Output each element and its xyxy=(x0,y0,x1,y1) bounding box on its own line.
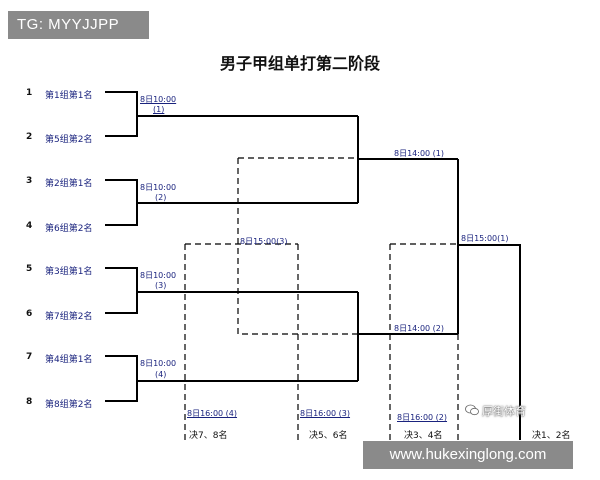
seed-number: 7 xyxy=(26,352,33,362)
final-label: 8日15:00(1) xyxy=(461,234,509,243)
seed-number: 2 xyxy=(26,132,33,142)
seed-number: 8 xyxy=(26,397,33,407)
tg-watermark: TG: MYYJJPP xyxy=(8,11,149,39)
r1-match-2-no: (2) xyxy=(155,193,167,202)
r1-match-3-no: (3) xyxy=(155,281,167,290)
sf-1-line xyxy=(357,116,458,203)
r1-match-1-no: (1) xyxy=(153,105,165,114)
sf-1-label: 8日14:00 (1) xyxy=(394,149,445,158)
r1-match-4-line xyxy=(105,355,358,402)
place-5-6-label: 8日16:00 (3) xyxy=(300,409,351,418)
place-3-4-line xyxy=(389,243,459,440)
result-1-2: 决1、2名 xyxy=(532,431,571,441)
sf-2-line xyxy=(357,292,458,381)
result-5-6: 决5、6名 xyxy=(309,431,348,441)
page-title: 男子甲组单打第二阶段 xyxy=(219,54,380,73)
sf-2-label: 8日14:00 (2) xyxy=(394,324,445,333)
url-watermark: www.hukexinglong.com xyxy=(363,441,573,469)
result-3-4: 决3、4名 xyxy=(404,431,443,441)
player-name: 第4组第1名 xyxy=(45,355,93,365)
r1-match-3-time: 8日10:00 xyxy=(140,271,177,280)
player-name: 第2组第1名 xyxy=(45,179,93,189)
wechat-icon xyxy=(465,404,479,416)
r1-match-3-line xyxy=(105,267,358,314)
cons-5-8-line xyxy=(237,157,358,335)
seed-number: 1 xyxy=(26,88,33,98)
player-name: 第6组第2名 xyxy=(45,224,93,234)
seed-number: 5 xyxy=(26,264,33,274)
seed-number: 6 xyxy=(26,309,33,319)
r1-match-1-time: 8日10:00 xyxy=(140,95,177,104)
place-7-8-label: 8日16:00 (4) xyxy=(187,409,238,418)
seed-number: 3 xyxy=(26,176,33,186)
r1-match-4-time: 8日10:00 xyxy=(140,359,177,368)
cons-r1-bracket xyxy=(184,243,299,440)
seed-number: 4 xyxy=(26,221,33,231)
r1-match-4-no: (4) xyxy=(155,370,167,379)
player-name: 第7组第2名 xyxy=(45,312,93,322)
player-name: 第8组第2名 xyxy=(45,400,93,410)
place-3-4-label: 8日16:00 (2) xyxy=(397,413,448,422)
player-name: 第1组第1名 xyxy=(45,91,93,101)
r1-match-2-time: 8日10:00 xyxy=(140,183,177,192)
r1-match-1-line xyxy=(105,91,358,137)
r1-match-2-line xyxy=(105,179,358,226)
final-line xyxy=(457,159,521,440)
player-name: 第5组第2名 xyxy=(45,135,93,145)
cons-3-label: 8日15:00(3) xyxy=(240,237,288,246)
result-7-8: 决7、8名 xyxy=(189,431,228,441)
player-name: 第3组第1名 xyxy=(45,267,93,277)
wechat-name: 厚街体育 xyxy=(482,405,526,418)
